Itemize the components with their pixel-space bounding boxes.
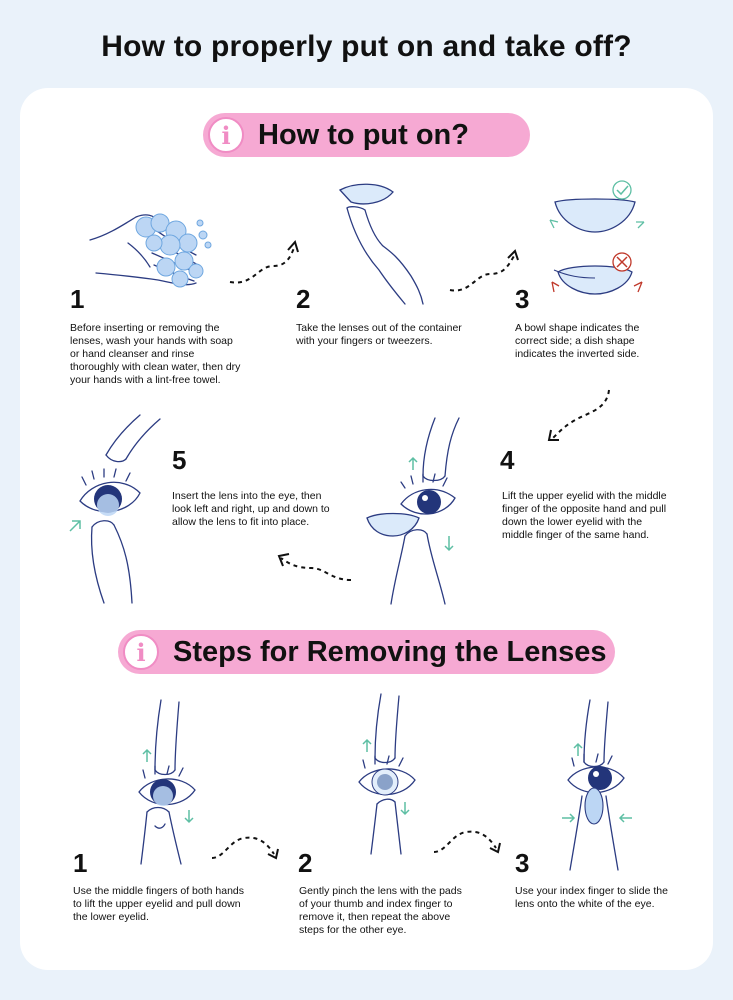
removing-step-2-number: 2 xyxy=(298,848,313,878)
removing-step-1-text: Use the middle fingers of both hands to … xyxy=(73,885,245,923)
eyelid-lift-icon xyxy=(133,700,205,865)
put-on-step-5-text: Insert the lens into the eye, then look … xyxy=(172,490,330,528)
put-on-step-5-number: 5 xyxy=(172,445,187,475)
dashed-arrow-icon xyxy=(432,818,504,858)
put-on-step-4-number: 4 xyxy=(500,445,515,475)
put-on-step-4-text: Lift the upper eyelid with the middle fi… xyxy=(502,490,667,541)
dashed-arrow-icon xyxy=(228,238,303,288)
dashed-arrow-icon xyxy=(448,250,523,295)
removing-step-1-number: 1 xyxy=(73,848,88,878)
page-title: How to properly put on and take off? xyxy=(101,30,632,63)
dashed-arrow-icon xyxy=(210,822,282,862)
info-icon: i xyxy=(123,634,159,670)
removing-step-3-number: 3 xyxy=(515,848,530,878)
hand-washing-icon xyxy=(88,205,218,300)
dashed-arrow-icon xyxy=(545,388,615,443)
finger-lens-icon xyxy=(335,180,425,308)
put-on-step-3-text: A bowl shape indicates the correct side;… xyxy=(515,322,640,360)
put-on-step-1-text: Before inserting or removing the lenses,… xyxy=(70,322,241,386)
put-on-heading: How to put on? xyxy=(258,118,469,151)
removing-heading: Steps for Removing the Lenses xyxy=(173,635,607,668)
eyelid-hold-icon xyxy=(365,418,480,608)
put-on-heading-pill: i How to put on? xyxy=(203,113,530,157)
put-on-step-2-text: Take the lenses out of the container wit… xyxy=(296,322,462,347)
removing-step-2-text: Gently pinch the lens with the pads of y… xyxy=(299,885,462,936)
lens-shape-icon xyxy=(550,180,650,305)
put-on-step-2-number: 2 xyxy=(296,284,311,314)
put-on-step-3-number: 3 xyxy=(515,284,530,314)
lens-slide-icon xyxy=(560,700,635,870)
removing-step-3-text: Use your index finger to slide the lens … xyxy=(515,885,668,910)
lens-insert-icon xyxy=(68,415,173,607)
put-on-step-1-number: 1 xyxy=(70,284,85,314)
lens-pinch-icon xyxy=(355,694,423,854)
removing-heading-pill: i Steps for Removing the Lenses xyxy=(118,630,615,674)
dashed-arrow-icon xyxy=(275,550,355,585)
info-icon: i xyxy=(208,117,244,153)
